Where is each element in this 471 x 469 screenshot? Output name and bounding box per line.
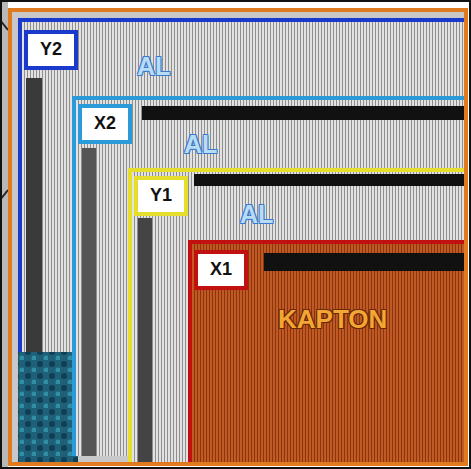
material-label: KAPTON [278,304,387,335]
material-label: AL [137,52,170,81]
layer-frame: Y1X1KAPTON [128,168,468,466]
kapton-layer: X1KAPTON [188,240,468,466]
layer-frame: X2Y1X1KAPTON [72,96,468,456]
layer-tag: X1 [194,250,248,290]
layer-tag: Y2 [24,30,78,70]
material-label: AL [240,200,273,229]
layer-tag: Y1 [134,176,188,216]
outer-frame: Y2X2Y1X1KAPTONALALAL [8,8,468,466]
layer-frame: Y2X2Y1X1KAPTON [18,18,468,352]
layer-tag: X2 [78,104,132,144]
material-label: AL [184,130,217,159]
